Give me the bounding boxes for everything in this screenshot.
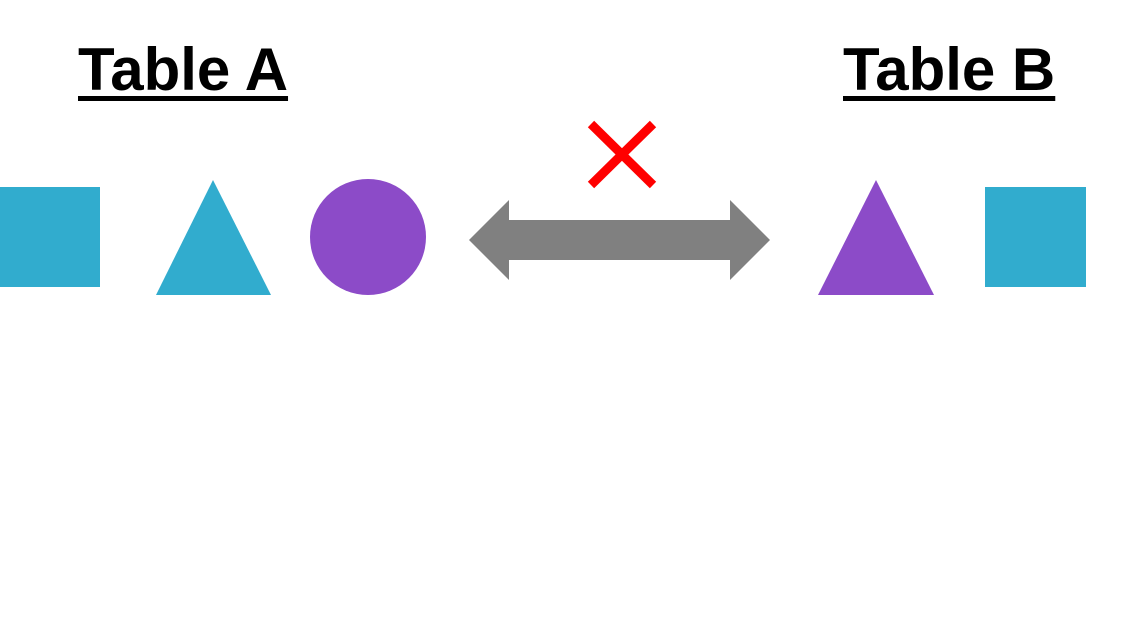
table-a-square-shape [0, 187, 100, 287]
double-arrow-connector [469, 200, 770, 280]
table-b-shapes [818, 180, 1086, 295]
table-a-circle-shape [310, 179, 426, 295]
table-a-shapes [0, 179, 426, 295]
cross-icon [587, 120, 657, 189]
table-b-triangle-shape [818, 180, 934, 295]
table-a-title: Table A [78, 36, 289, 103]
table-a-triangle-shape [156, 180, 271, 295]
table-b-title: Table B [843, 36, 1056, 103]
table-b-square-shape [985, 187, 1086, 287]
